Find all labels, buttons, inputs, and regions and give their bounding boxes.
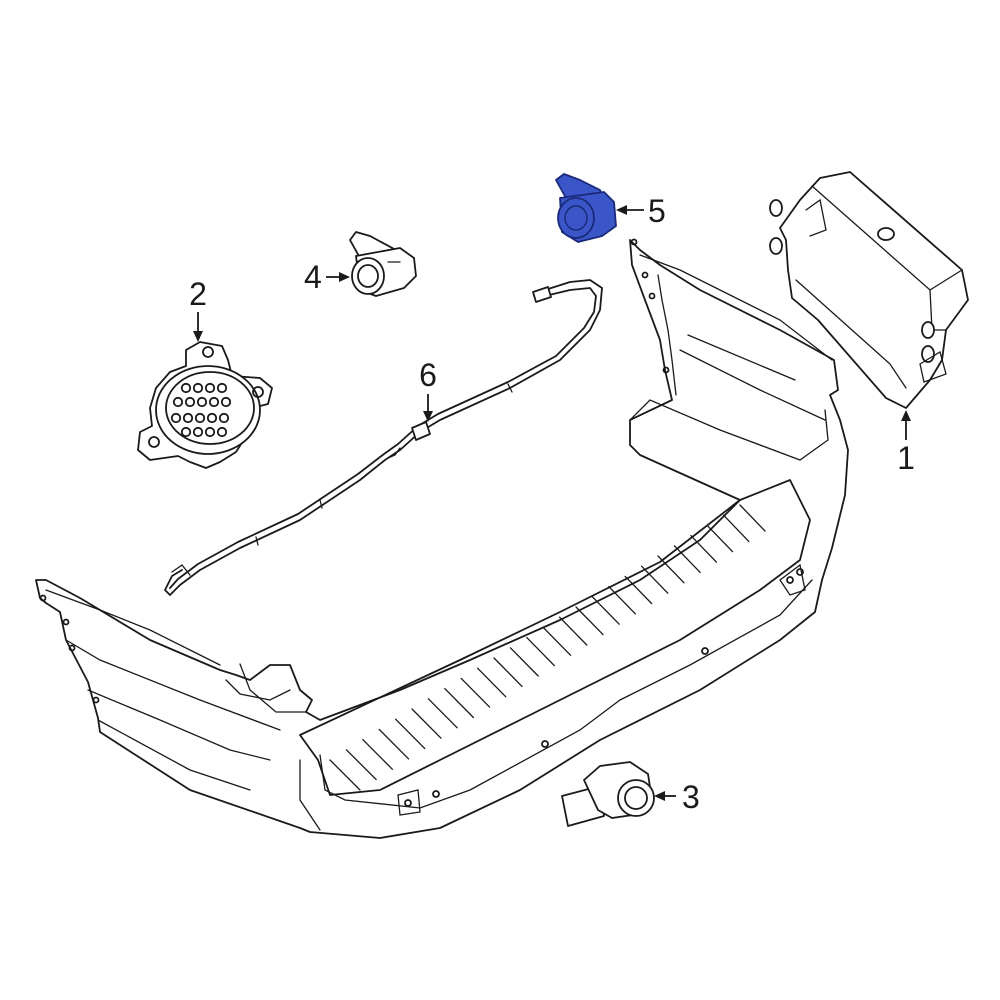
park-sensor-upper[interactable] xyxy=(349,231,417,297)
buzzer-grille-hole xyxy=(194,412,206,424)
step-rib xyxy=(640,565,669,594)
buzzer-grille-hole xyxy=(182,412,194,424)
buzzer-grille-hole xyxy=(180,426,192,438)
step-rib xyxy=(394,718,426,750)
step-rib xyxy=(624,575,653,605)
step-rib xyxy=(378,728,410,760)
buzzer-grille-hole xyxy=(184,396,196,408)
step-pad-ribs xyxy=(329,504,766,791)
callout-3: 3 xyxy=(654,779,700,815)
callout-5: 5 xyxy=(616,193,666,229)
buzzer-grille-hole xyxy=(204,382,216,394)
step-rib xyxy=(722,514,750,543)
step-rib xyxy=(542,626,572,656)
callout-1: 1 xyxy=(897,410,915,476)
step-rib xyxy=(706,524,734,553)
buzzer-grille-hole xyxy=(192,426,204,438)
callout-label-6: 6 xyxy=(419,357,437,393)
buzzer-grille-hole xyxy=(206,412,218,424)
callout-label-2: 2 xyxy=(189,276,207,312)
step-rib xyxy=(460,677,491,708)
buzzer-grille-hole xyxy=(170,412,182,424)
buzzer-grille-hole xyxy=(192,382,204,394)
buzzer-grille-hole xyxy=(204,426,216,438)
callout-6: 6 xyxy=(419,357,437,422)
step-rib xyxy=(608,585,637,615)
step-rib xyxy=(739,504,766,532)
callout-label-5: 5 xyxy=(648,193,666,229)
buzzer-grille-hole xyxy=(208,396,220,408)
callout-label-4: 4 xyxy=(304,259,322,295)
step-rib xyxy=(558,616,588,646)
buzzer-grille-hole xyxy=(172,396,184,408)
step-rib xyxy=(509,647,539,677)
callout-4: 4 xyxy=(304,259,350,295)
buzzer-grille-hole xyxy=(216,426,228,438)
step-rib xyxy=(526,636,556,667)
buzzer-grille-hole xyxy=(216,382,228,394)
step-rib xyxy=(657,555,685,584)
buzzer-grille-hole xyxy=(180,382,192,394)
callout-label-3: 3 xyxy=(682,779,700,815)
step-rib xyxy=(427,698,458,729)
bumper-cover[interactable] xyxy=(35,238,849,839)
callout-2: 2 xyxy=(189,276,207,342)
step-rib xyxy=(476,667,507,698)
control-module[interactable] xyxy=(769,171,969,409)
step-rib xyxy=(690,534,718,563)
step-rib xyxy=(575,606,604,636)
step-rib xyxy=(673,545,701,574)
callout-label-1: 1 xyxy=(897,440,915,476)
park-sensor-lower[interactable] xyxy=(561,761,655,827)
buzzer-grille-hole xyxy=(218,412,230,424)
step-rib xyxy=(362,738,394,770)
step-rib xyxy=(444,687,475,719)
step-rib xyxy=(591,596,620,625)
park-sensor-highlighted[interactable] xyxy=(555,173,617,243)
step-rib xyxy=(411,708,442,739)
buzzer[interactable] xyxy=(137,341,273,469)
buzzer-grille-hole xyxy=(220,396,232,408)
step-rib xyxy=(329,759,361,791)
buzzer-grille-hole xyxy=(196,396,208,408)
step-rib xyxy=(493,657,523,688)
step-rib xyxy=(345,749,377,781)
